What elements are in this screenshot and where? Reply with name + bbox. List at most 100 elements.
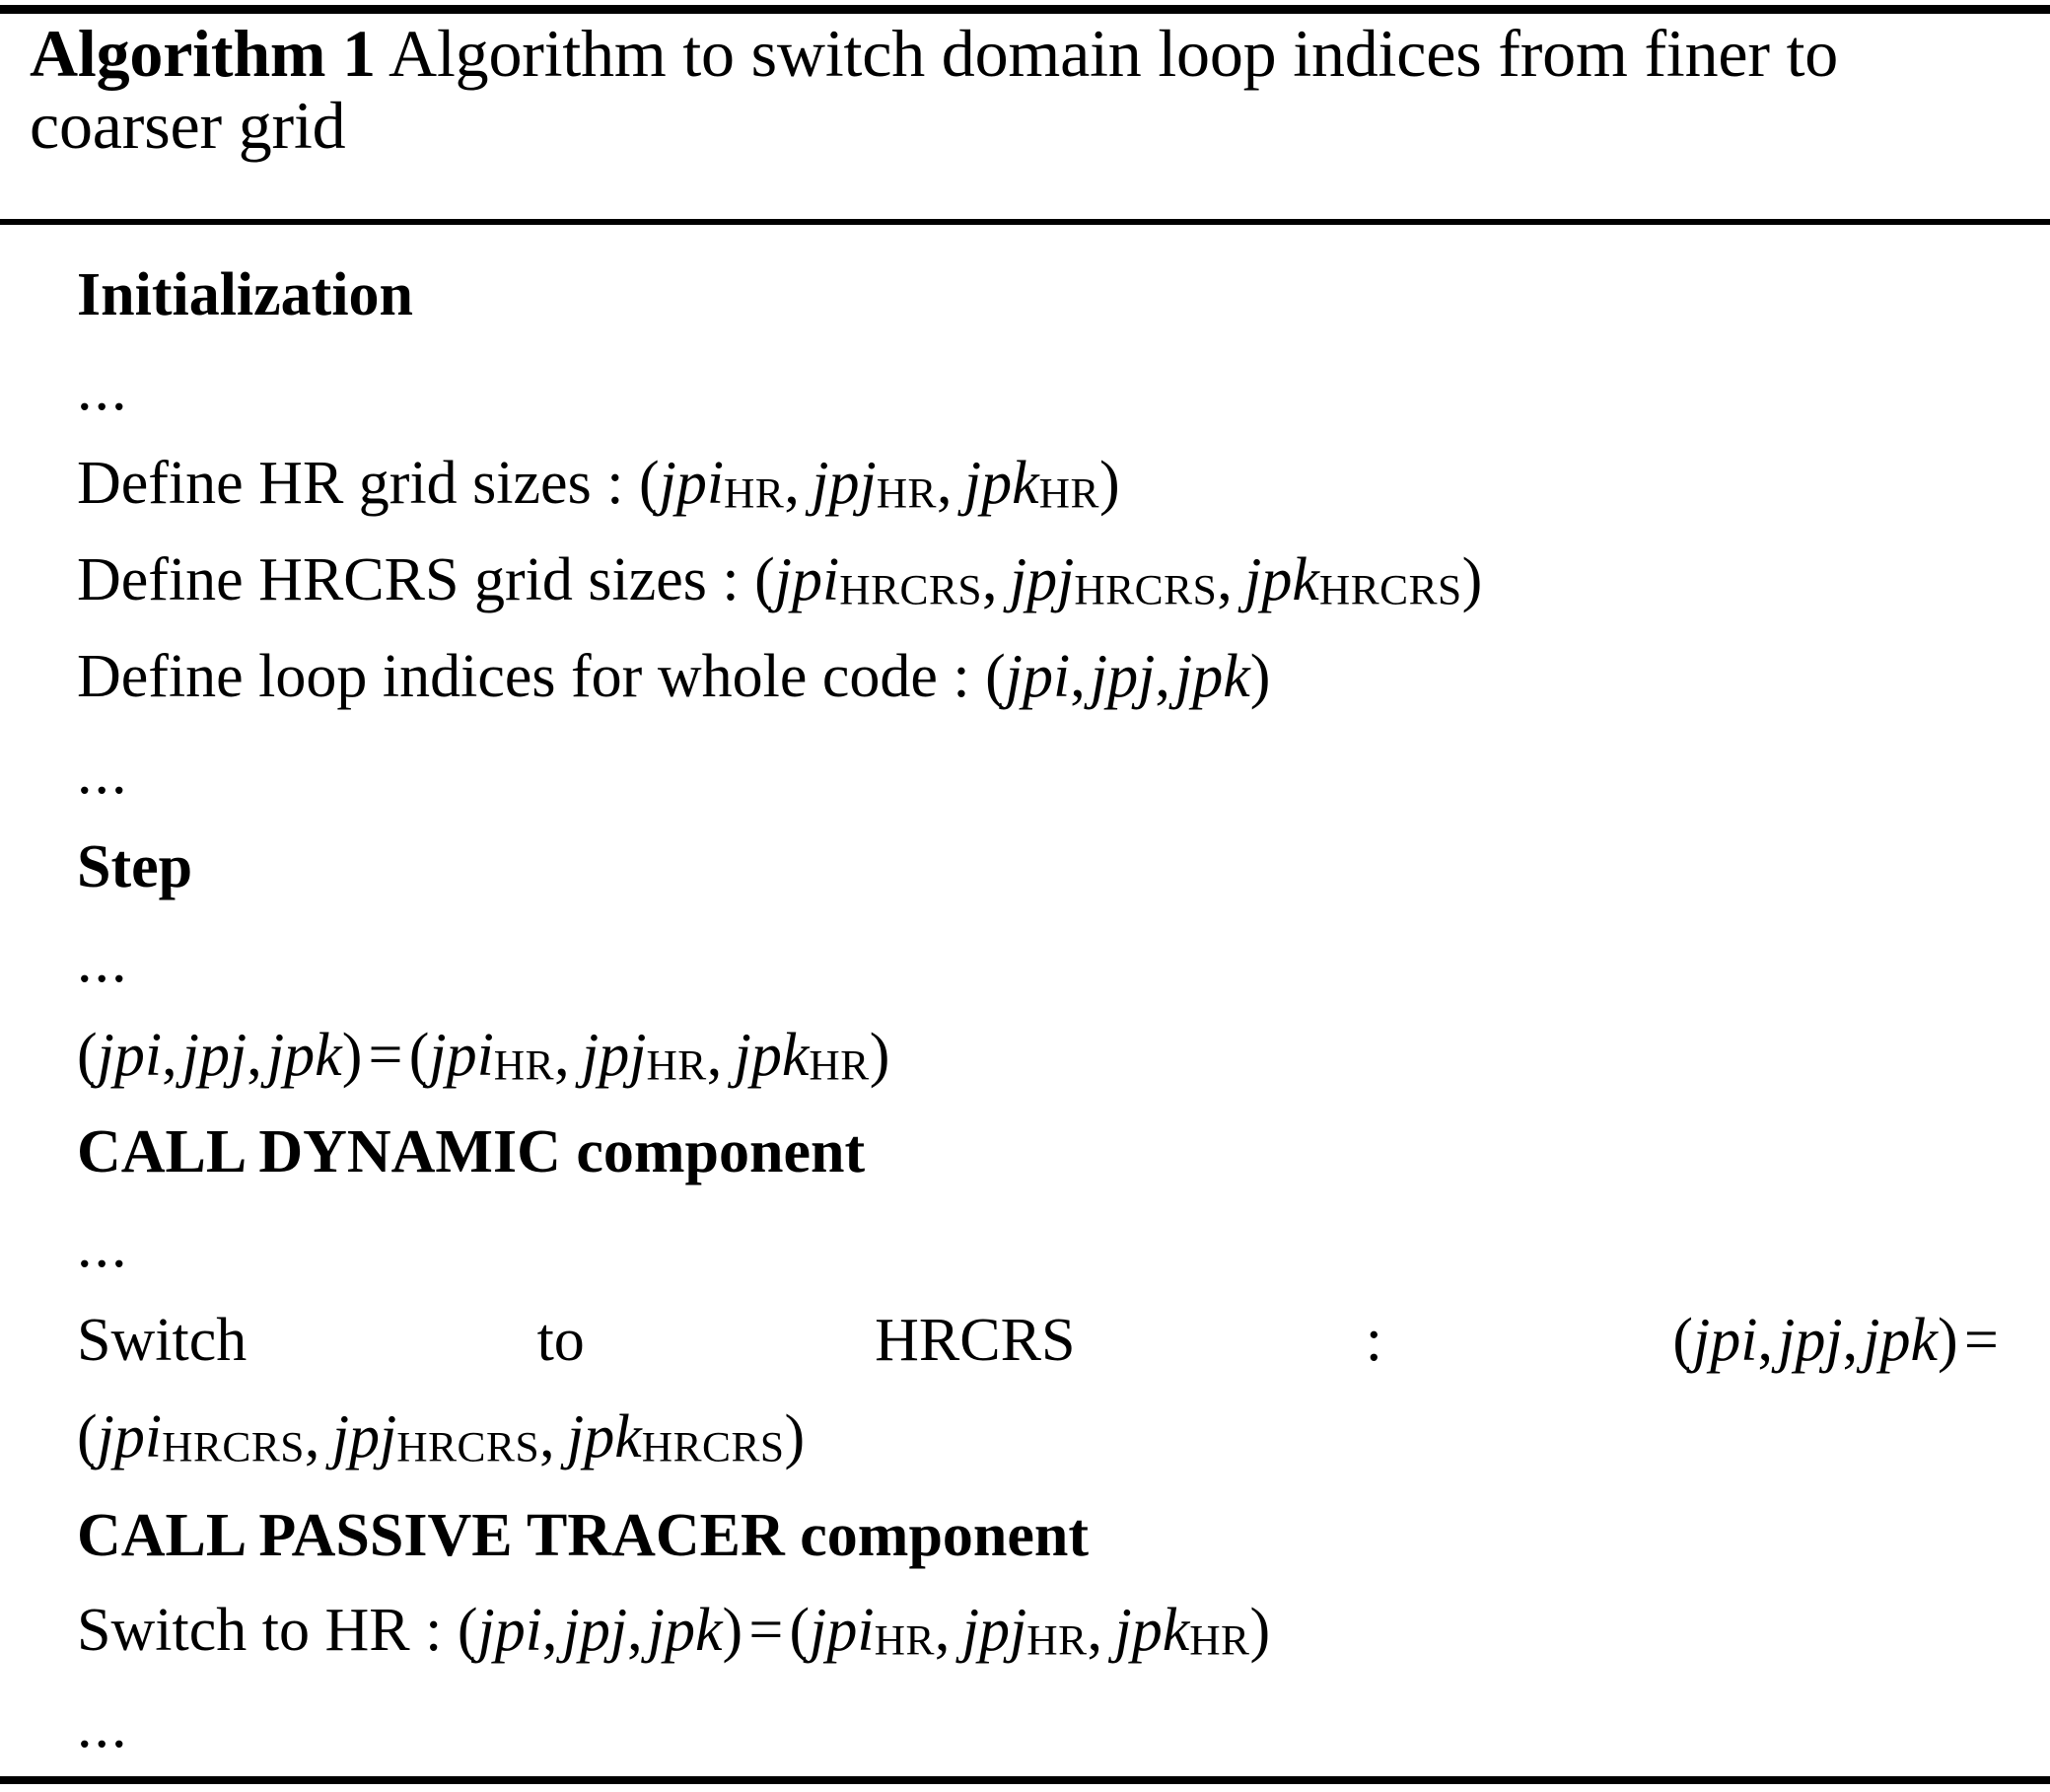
ellipsis-line-3: ...: [77, 931, 2005, 1025]
open-paren: (: [638, 450, 660, 517]
sp-1: [998, 546, 1010, 613]
subscript-hrcrs: HRCRS: [396, 1423, 540, 1471]
sp-4: [1102, 1597, 1114, 1664]
open-paren: (: [77, 1022, 98, 1089]
section-heading-step: Step: [77, 836, 2005, 931]
call-dynamic-component-label: CALL DYNAMIC component: [77, 1118, 866, 1185]
var-jpi: jpi: [659, 450, 725, 517]
var-jpi: jpi: [1005, 643, 1071, 710]
subscript-hr: HR: [1038, 469, 1099, 518]
define-loop-indices-text: Define loop indices for whole code :: [77, 643, 986, 710]
var-jpj: jpj: [582, 1022, 647, 1089]
var-jpi: jpi: [429, 1022, 494, 1089]
close-paren: ): [341, 1022, 363, 1089]
subscript-hr: HR: [809, 1041, 870, 1090]
close-paren: ): [1938, 1307, 1958, 1374]
subscript-hrcrs: HRCRS: [641, 1423, 785, 1471]
comma-2: ,: [627, 1597, 643, 1664]
sp-3: [950, 1597, 961, 1664]
var-jpj: jpj: [1090, 643, 1156, 710]
comma-2: ,: [936, 450, 953, 517]
comma-1: ,: [1070, 643, 1086, 710]
var-jpj: jpj: [562, 1597, 628, 1664]
ellipsis-3: ...: [77, 928, 129, 995]
open-paren: (: [1672, 1307, 1693, 1374]
ellipsis-1: ...: [77, 356, 129, 423]
ellipsis-5: ...: [77, 1693, 129, 1760]
sp-3: [570, 1022, 582, 1089]
to-word: to: [536, 1307, 585, 1374]
subscript-hr: HR: [724, 469, 785, 518]
var-jpk: jpk: [734, 1022, 810, 1089]
comma-2: ,: [1155, 643, 1170, 710]
comma-1: ,: [982, 546, 998, 613]
comma-1: ,: [304, 1403, 320, 1470]
equals-sign: =: [748, 1597, 784, 1664]
comma-2: ,: [247, 1022, 262, 1089]
comma-3: ,: [934, 1597, 951, 1664]
var-jpk: jpk: [1863, 1307, 1939, 1374]
open-paren: (: [77, 1403, 98, 1470]
var-jpk: jpk: [1244, 546, 1319, 613]
var-jpi: jpi: [97, 1403, 163, 1470]
var-jpi: jpi: [1693, 1307, 1758, 1374]
equals-sign: =: [1963, 1307, 1999, 1374]
var-jpj: jpj: [181, 1022, 247, 1089]
sp-2: [1233, 546, 1244, 613]
header-space: [376, 16, 389, 91]
close-paren: ): [1249, 643, 1271, 710]
ellipsis-line-2: ...: [77, 743, 2005, 836]
subscript-hrcrs: HRCRS: [1074, 566, 1218, 614]
var-jpi: jpi: [97, 1022, 163, 1089]
sp-4: [722, 1022, 734, 1089]
define-hr-grid-sizes-line: Define HR grid sizes : (jpiHR, jpjHR, jp…: [77, 453, 2005, 549]
initialization-label: Initialization: [77, 261, 414, 328]
comma-2: ,: [1842, 1307, 1859, 1374]
define-hrcrs-grid-sizes-line: Define HRCRS grid sizes : (jpiHRCRS, jpj…: [77, 549, 2005, 646]
algorithm-number-label: Algorithm 1: [30, 16, 376, 91]
subscript-hrcrs: HRCRS: [162, 1423, 305, 1471]
switch-to-hrcrs-continuation-line: (jpiHRCRS, jpjHRCRS, jpkHRCRS): [77, 1406, 2005, 1505]
var-jpj: jpj: [961, 1597, 1027, 1664]
comma-3: ,: [554, 1022, 570, 1089]
switch-to-hr-text: Switch to HR :: [77, 1597, 458, 1664]
ellipsis-4: ...: [77, 1213, 129, 1280]
comma-1: ,: [541, 1597, 558, 1664]
var-jpj: jpj: [1778, 1307, 1843, 1374]
algorithm-header: Algorithm 1 Algorithm to switch domain l…: [30, 16, 2036, 164]
define-hr-grid-sizes-text: Define HR grid sizes :: [77, 450, 639, 517]
comma-1: ,: [1757, 1307, 1773, 1374]
open-paren-2: (: [408, 1022, 430, 1089]
ellipsis-line-4: ...: [77, 1216, 2005, 1310]
comma-2: ,: [1217, 546, 1233, 613]
subscript-hr: HR: [646, 1041, 707, 1090]
equals-sign: =: [368, 1022, 403, 1089]
ellipsis-line-5: ...: [77, 1696, 2005, 1790]
var-jpi: jpi: [477, 1597, 542, 1664]
open-paren: (: [754, 546, 775, 613]
close-paren: ): [1098, 450, 1120, 517]
subscript-hrcrs: HRCRS: [1318, 566, 1462, 614]
algorithm-caption: Algorithm to switch domain loop indices …: [30, 16, 1839, 164]
subscript-hr: HR: [493, 1041, 555, 1090]
call-passive-tracer-component-line: CALL PASSIVE TRACER component: [77, 1505, 2005, 1600]
var-jpj: jpj: [331, 1403, 397, 1470]
comma-2: ,: [539, 1403, 555, 1470]
subscript-hr: HR: [874, 1616, 935, 1665]
step-label: Step: [77, 833, 193, 900]
comma-1: ,: [784, 450, 800, 517]
colon-symbol: :: [1365, 1307, 1383, 1374]
var-jpk: jpk: [567, 1403, 642, 1470]
comma-1: ,: [162, 1022, 177, 1089]
comma-4: ,: [706, 1022, 723, 1089]
call-dynamic-component-line: CALL DYNAMIC component: [77, 1121, 2005, 1216]
var-jpi: jpi: [810, 1597, 875, 1664]
subscript-hr: HR: [876, 469, 937, 518]
sp-2: [555, 1403, 567, 1470]
ellipsis-2: ...: [77, 740, 129, 807]
var-jpj: jpj: [1009, 546, 1075, 613]
algorithm-body: Initialization ... Define HR grid sizes …: [77, 264, 2005, 1790]
subscript-hr: HR: [1189, 1616, 1250, 1665]
switch-hrcrs-rhs: (jpi, jpj, jpk)=: [1672, 1307, 2005, 1374]
